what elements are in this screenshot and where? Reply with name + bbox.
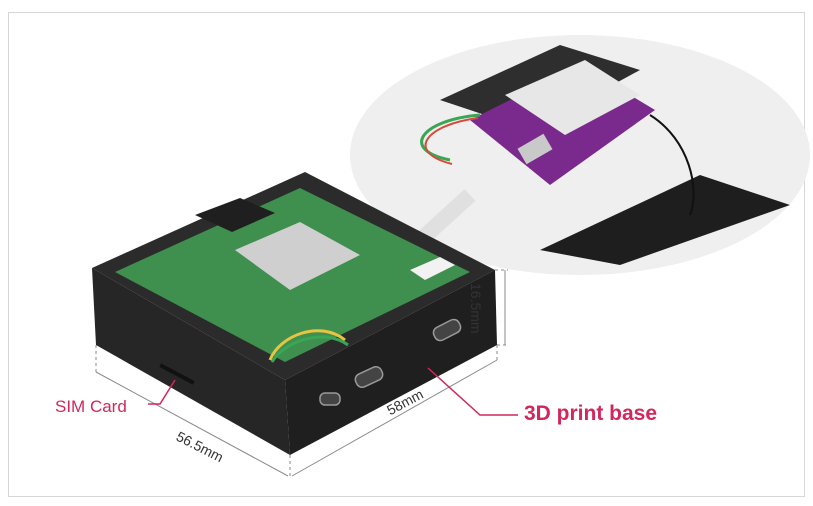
dimension-lines	[95, 269, 508, 478]
lte-module-inset	[350, 35, 810, 275]
callout-leaders	[148, 367, 518, 416]
height-dimension-label: 16.5mm	[468, 283, 484, 334]
print-base-label: 3D print base	[524, 402, 658, 425]
enclosure	[92, 172, 497, 455]
sim-card-label: SIM Card	[55, 397, 127, 416]
